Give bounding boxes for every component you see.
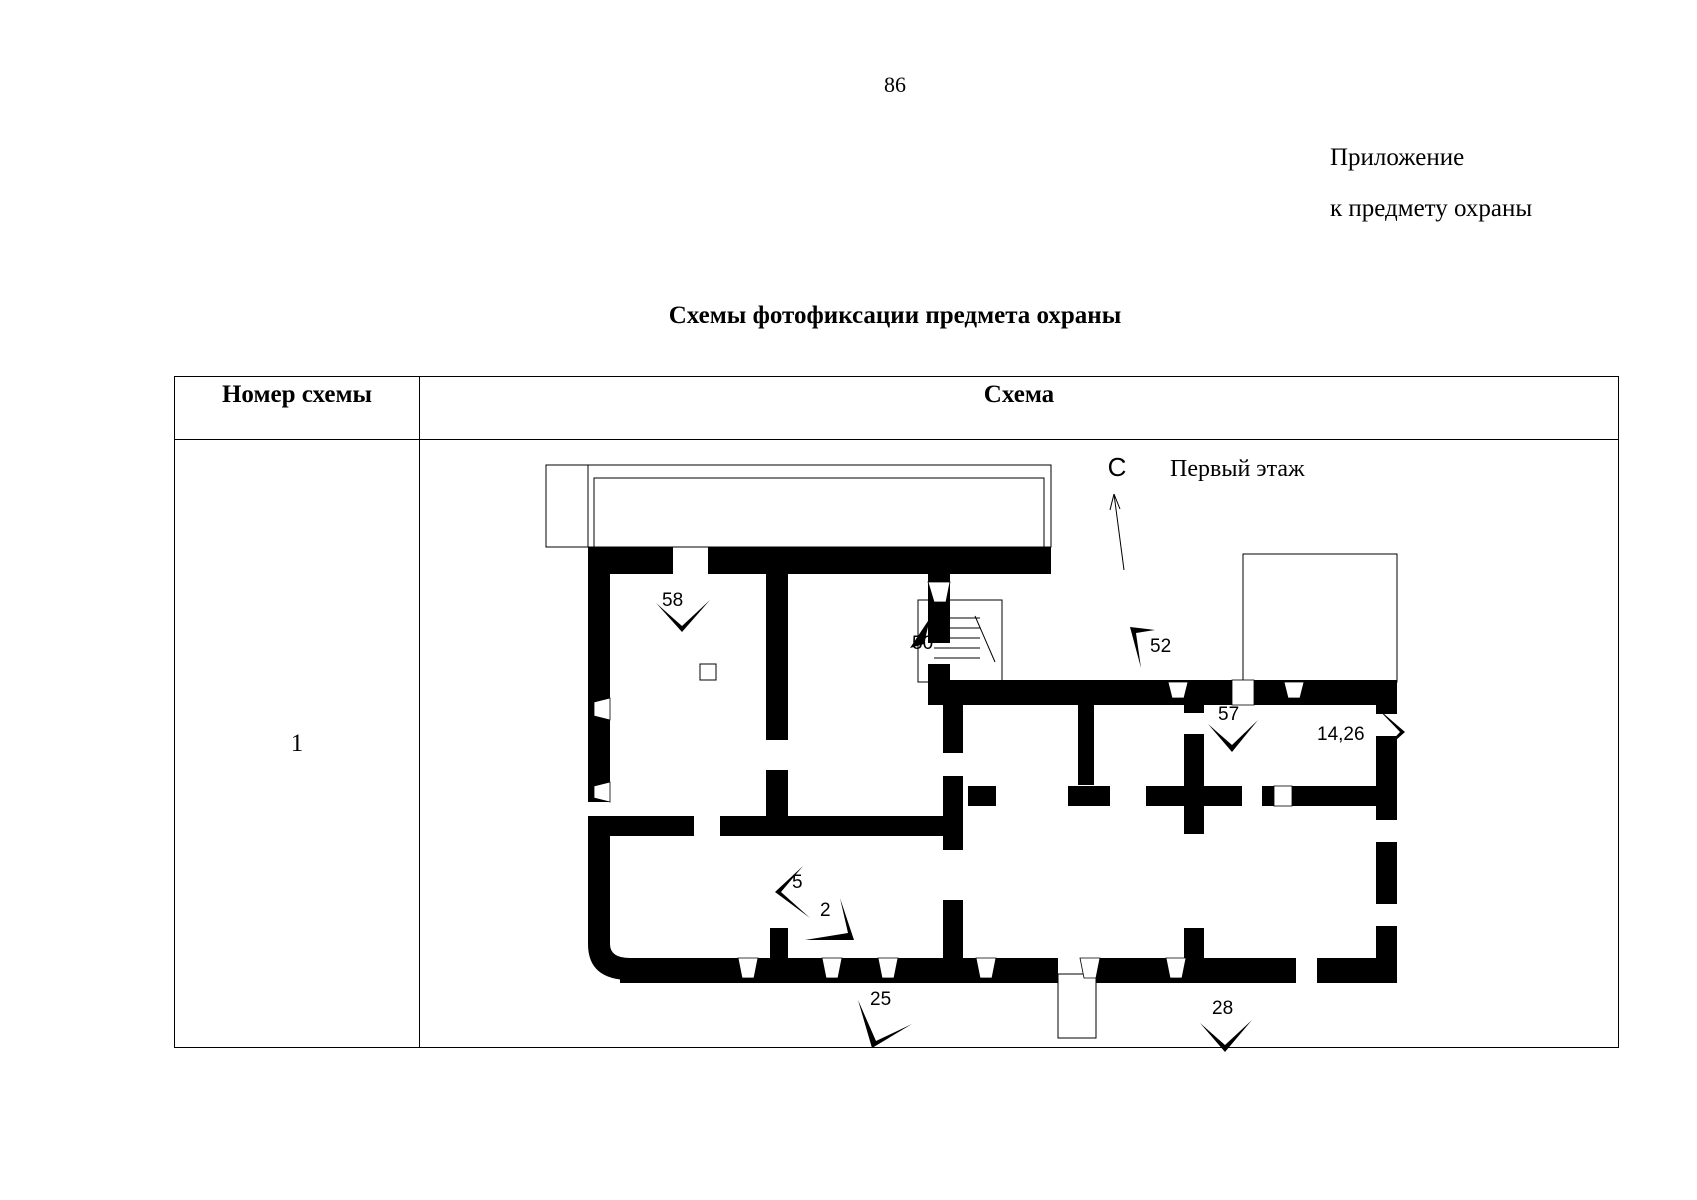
view-marker-14-26: 14,26 [1317, 724, 1365, 745]
floor-plan: С Первый этаж 58 50 52 [545, 452, 1405, 1052]
table-header-row: Номер схемы Схема [174, 376, 1619, 440]
north-label: С [1108, 452, 1127, 482]
appendix-line-1: Приложение [1330, 144, 1465, 171]
view-marker-58-icon [656, 600, 710, 632]
appendix-line-2: к предмету охраны [1330, 195, 1533, 222]
view-marker-50: 50 [912, 633, 933, 654]
schemes-table: Номер схемы Схема 1 [174, 376, 1619, 1052]
view-marker-5: 5 [792, 872, 803, 893]
north-arrow [1109, 493, 1125, 571]
view-marker-50-icon [910, 618, 930, 648]
view-marker-28-icon [1200, 1020, 1252, 1052]
view-markers [656, 600, 1405, 1052]
view-marker-57: 57 [1218, 704, 1239, 725]
document-title: Схемы фотофиксации предмета охраны [668, 302, 1122, 329]
header-scheme-number: Номер схемы [174, 376, 420, 440]
scheme-cell: С Первый этаж 58 50 52 [419, 439, 1619, 1052]
annex-outline [1242, 553, 1398, 683]
view-marker-28: 28 [1212, 998, 1233, 1019]
terrace-outline [545, 464, 1052, 548]
view-marker-57-icon [1208, 720, 1258, 752]
view-marker-52: 52 [1150, 636, 1171, 657]
view-marker-25-icon [858, 1000, 912, 1048]
view-marker-52-icon [1130, 627, 1155, 668]
view-marker-5-icon [775, 866, 810, 918]
header-scheme: Схема [419, 376, 1619, 440]
page-number: 86 [884, 72, 906, 97]
view-marker-25: 25 [870, 989, 891, 1010]
view-marker-2: 2 [820, 900, 831, 921]
floor-label: Первый этаж [1170, 456, 1305, 482]
window-openings [593, 581, 1397, 979]
walls [588, 547, 1397, 983]
scheme-number: 1 [174, 439, 420, 1048]
entrance-porch [1057, 973, 1097, 1039]
view-marker-labels: 58 50 52 57 14,26 5 2 25 28 [662, 590, 1365, 1019]
view-marker-58: 58 [662, 590, 683, 611]
column-marker [699, 663, 717, 681]
view-marker-2-icon [805, 898, 854, 940]
table-row: 1 [174, 439, 1619, 1052]
